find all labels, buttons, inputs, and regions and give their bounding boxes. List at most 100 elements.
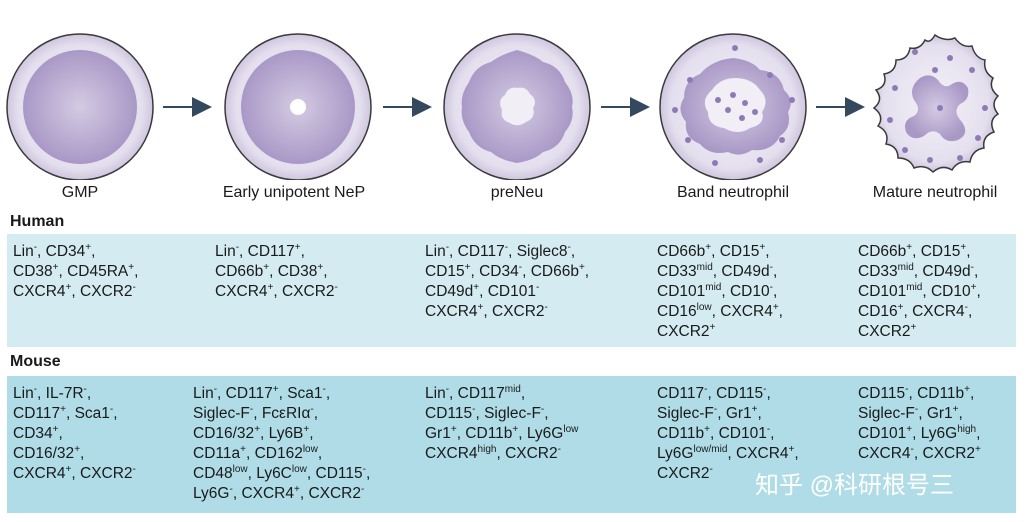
marker-text: , Sca1 xyxy=(65,405,110,422)
marker-text: , xyxy=(765,243,770,260)
mouse-markers-band xyxy=(7,376,1016,513)
marker-superscript: mid xyxy=(897,262,914,273)
marker-text: , xyxy=(770,425,775,442)
band-neutrophil-cell xyxy=(659,33,807,180)
marker-text: , CD11b xyxy=(456,425,513,442)
marker-text: CD101 xyxy=(657,283,706,300)
marker-line: CD115-, Siglec-F-, xyxy=(425,404,578,424)
marker-superscript: + xyxy=(65,282,72,293)
marker-superscript: + xyxy=(60,404,66,415)
gmp-cell xyxy=(6,33,154,180)
marker-superscript: low xyxy=(563,424,579,435)
marker-text: CD66b xyxy=(215,263,264,280)
marker-superscript: - xyxy=(704,384,708,395)
marker-superscript: - xyxy=(567,242,571,253)
marker-line: Lin-, CD117+, xyxy=(215,242,338,262)
marker-superscript: mid xyxy=(504,384,521,395)
marker-text: , CD15 xyxy=(912,243,961,260)
marker-text: , CD49d xyxy=(712,263,770,280)
marker-text: CD15 xyxy=(425,263,465,280)
marker-line: CD16+, CXCR4-, xyxy=(858,302,981,322)
mouse-markers-preneu: Lin-, CD117mid,CD115-, Siglec-F-,Gr1+, C… xyxy=(425,384,578,464)
marker-superscript: + xyxy=(906,424,913,435)
marker-superscript: - xyxy=(709,464,713,475)
marker-text: , CXCR4 xyxy=(711,303,773,320)
marker-superscript: high xyxy=(477,444,497,455)
marker-superscript: + xyxy=(473,282,480,293)
marker-superscript: low xyxy=(291,464,307,475)
marker-superscript: - xyxy=(334,282,338,293)
marker-text: CD49d xyxy=(425,283,474,300)
marker-line: CD16/32+, xyxy=(13,444,136,464)
marker-superscript: - xyxy=(544,302,548,313)
marker-text: , xyxy=(966,243,971,260)
watermark: 知乎 @科研根号三 xyxy=(755,472,955,499)
marker-text: CD16 xyxy=(858,303,898,320)
marker-superscript: + xyxy=(772,302,779,313)
marker-superscript: - xyxy=(763,384,767,395)
marker-text: CXCR4 xyxy=(13,283,66,300)
marker-text: , xyxy=(772,283,778,300)
human-heading: Human xyxy=(10,213,65,230)
marker-text: , CXCR2 xyxy=(483,303,545,320)
marker-line: CD101+, Ly6Ghigh, xyxy=(858,424,981,444)
marker-superscript: - xyxy=(713,404,718,415)
marker-superscript: + xyxy=(897,302,904,313)
marker-line: CD117+, Sca1-, xyxy=(13,404,136,424)
marker-superscript: + xyxy=(272,384,279,395)
marker-text: , xyxy=(757,405,762,422)
marker-line: Lin-, CD117-, Siglec8-, xyxy=(425,242,589,262)
marker-text: Siglec-F xyxy=(858,405,915,422)
marker-text: , CD45RA xyxy=(58,263,129,280)
marker-text: Lin xyxy=(13,243,34,260)
marker-superscript: - xyxy=(83,384,87,395)
marker-text: , Siglec8 xyxy=(508,243,568,260)
marker-superscript: + xyxy=(964,384,971,395)
marker-line: CD117-, CD115-, xyxy=(657,384,799,404)
marker-superscript: + xyxy=(709,322,716,333)
marker-line: Siglec-F-, Gr1+, xyxy=(858,404,981,424)
marker-text: CD115 xyxy=(858,385,906,402)
marker-superscript: + xyxy=(751,404,758,415)
marker-text: , CD115 xyxy=(306,465,363,482)
marker-text: CD66b xyxy=(657,243,706,260)
marker-text: , CXCR2 xyxy=(273,283,335,300)
marker-text: CD16/32 xyxy=(193,425,255,442)
marker-text: , Gr1 xyxy=(717,405,752,422)
marker-text: Lin xyxy=(215,243,236,260)
marker-line: Gr1+, CD11b+, Ly6Glow xyxy=(425,424,578,444)
marker-text: CD48 xyxy=(193,465,233,482)
marker-text: Siglec-F xyxy=(657,405,714,422)
marker-text: , xyxy=(958,405,963,422)
marker-line: CD66b+, CD15+, xyxy=(657,242,783,262)
marker-superscript: high xyxy=(957,424,977,435)
marker-superscript: + xyxy=(512,424,519,435)
marker-text: CD66b xyxy=(858,243,907,260)
marker-text: CD11b xyxy=(657,425,705,442)
marker-text: CXCR4 xyxy=(425,303,478,320)
marker-text: CXCR4 xyxy=(858,445,911,462)
marker-text: CXCR4 xyxy=(13,465,66,482)
marker-line: CD11a+, CD162low, xyxy=(193,444,370,464)
marker-line: CD48low, Ly6Clow, CD115-, xyxy=(193,464,370,484)
marker-superscript: + xyxy=(128,262,135,273)
marker-text: CD11a xyxy=(193,445,241,462)
marker-text: , Ly6G xyxy=(912,425,958,442)
marker-text: , CD101 xyxy=(479,283,536,300)
marker-text: , CD34 xyxy=(470,263,519,280)
marker-text: , FcεRIα xyxy=(253,405,311,422)
marker-superscript: - xyxy=(914,404,919,415)
marker-text: CD115 xyxy=(425,405,473,422)
marker-superscript: - xyxy=(910,444,914,455)
marker-superscript: + xyxy=(85,242,92,253)
marker-text: , CD117 xyxy=(449,243,505,260)
marker-line: CD33mid, CD49d-, xyxy=(858,262,981,282)
marker-superscript: - xyxy=(360,484,365,495)
marker-superscript: + xyxy=(263,262,270,273)
marker-line: CD16low, CXCR4+, xyxy=(657,302,783,322)
marker-line: CXCR4+, CXCR2- xyxy=(13,464,136,484)
marker-line: CD66b+, CD15+, xyxy=(858,242,981,262)
marker-line: CD15+, CD34-, CD66b+, xyxy=(425,262,589,282)
marker-line: CXCR4+, CXCR2- xyxy=(425,302,589,322)
marker-line: Siglec-F-, FcεRIα-, xyxy=(193,404,370,424)
